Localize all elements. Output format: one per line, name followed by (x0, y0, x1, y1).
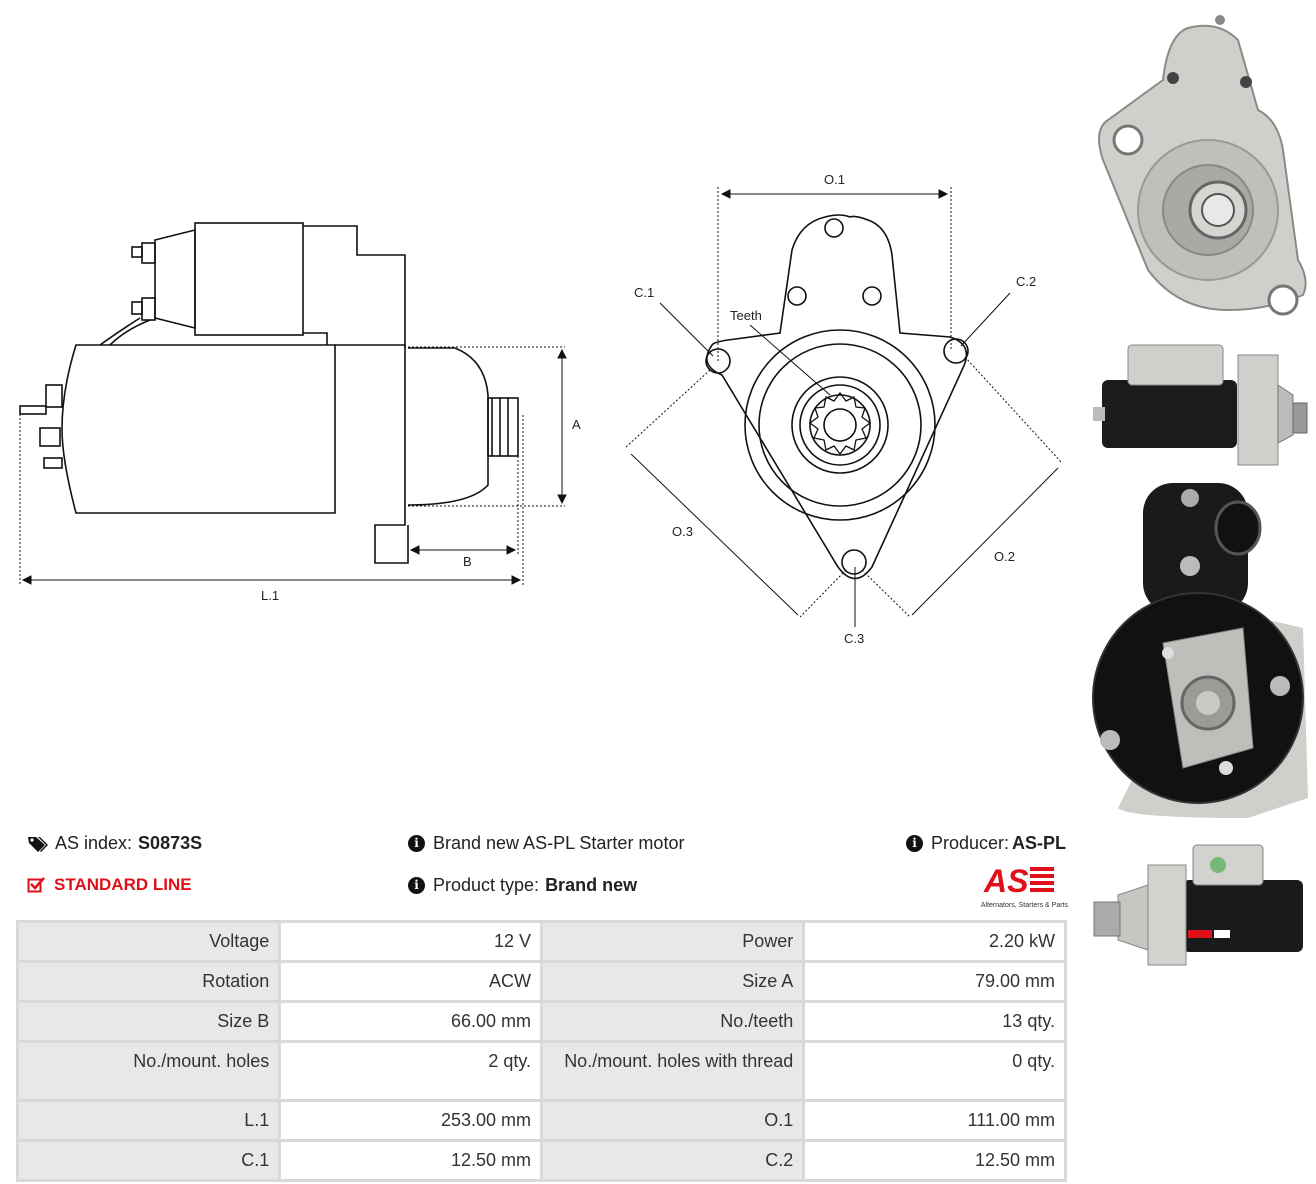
table-row: Size B 66.00 mm No./teeth 13 qty. (15, 1000, 1067, 1043)
product-type-row: i Product type: Brand new (408, 875, 637, 896)
spec-value: 111.00 mm (802, 1099, 1067, 1142)
dim-label-b: B (463, 554, 472, 569)
product-type-label: Product type: (433, 875, 540, 895)
spec-key: Voltage (15, 920, 282, 963)
spec-value: 0 qty. (802, 1040, 1067, 1102)
spec-value: 2.20 kW (802, 920, 1067, 963)
as-logo-mark: AS (983, 863, 1054, 899)
producer-row: i Producer: AS-PL (906, 833, 1066, 854)
as-index-value: S0873S (138, 833, 203, 853)
product-photo-label-side (1093, 844, 1303, 966)
product-photo-front (1098, 15, 1307, 316)
dim-label-c3: C.3 (844, 631, 864, 646)
product-photo-rear (1092, 483, 1308, 818)
product-photo-side (1093, 344, 1308, 466)
standard-line-label: STANDARD LINE (54, 875, 192, 894)
as-index-label: AS index: (55, 833, 133, 853)
dim-label-teeth: Teeth (730, 308, 762, 323)
description-row: i Brand new AS-PL Starter motor (408, 833, 684, 854)
spec-key: O.1 (540, 1099, 806, 1142)
as-index-row: AS index: S0873S (27, 833, 202, 854)
info-icon: i (408, 877, 425, 894)
tags-icon (28, 836, 48, 852)
table-row: L.1 253.00 mm O.1 111.00 mm (15, 1099, 1067, 1142)
dim-label-a: A (572, 417, 581, 432)
dim-label-o1: O.1 (824, 172, 845, 187)
info-icon: i (408, 835, 425, 852)
spec-value: 79.00 mm (802, 960, 1067, 1003)
spec-key: Size B (15, 1000, 282, 1043)
dim-label-o3: O.3 (672, 524, 693, 539)
specification-table: Voltage 12 V Power 2.20 kW Rotation ACW … (15, 920, 1067, 1182)
product-description: Brand new AS-PL Starter motor (433, 833, 685, 853)
spec-key: L.1 (15, 1099, 282, 1142)
front-view-drawing: O.1 C.1 C.2 Teeth O.3 O.2 C.3 (624, 172, 1063, 646)
logo-tagline: Alternators, Starters & Parts (980, 902, 1068, 909)
svg-text:AS: AS (983, 863, 1029, 896)
producer-value: AS-PL (1012, 833, 1067, 853)
spec-value: 2 qty. (278, 1040, 544, 1102)
table-row: No./mount. holes 2 qty. No./mount. holes… (15, 1040, 1067, 1102)
spec-value: 13 qty. (802, 1000, 1067, 1043)
spec-value: 12 V (278, 920, 544, 963)
dim-label-o2: O.2 (994, 549, 1015, 564)
producer-label: Producer: (931, 833, 1010, 853)
standard-line-badge: STANDARD LINE (27, 875, 192, 895)
spec-key: No./teeth (540, 1000, 806, 1043)
dim-label-c2: C.2 (1016, 274, 1036, 289)
spec-key: Power (540, 920, 806, 963)
spec-value: 66.00 mm (278, 1000, 544, 1043)
spec-value: 12.50 mm (278, 1139, 544, 1182)
check-square-icon (27, 877, 45, 893)
spec-key: C.2 (540, 1139, 806, 1182)
as-pl-logo: AS Alternators, Starters & Parts (962, 862, 1068, 909)
spec-value: ACW (278, 960, 544, 1003)
spec-key: Size A (540, 960, 806, 1003)
table-row: Voltage 12 V Power 2.20 kW (15, 920, 1067, 963)
table-row: C.1 12.50 mm C.2 12.50 mm (15, 1139, 1067, 1182)
side-view-drawing: A B L.1 (19, 222, 581, 603)
dim-label-l1: L.1 (261, 588, 279, 603)
spec-value: 253.00 mm (278, 1099, 544, 1142)
spec-key: C.1 (15, 1139, 282, 1182)
dim-label-c1: C.1 (634, 285, 654, 300)
product-type-value: Brand new (545, 875, 638, 895)
spec-key: No./mount. holes with thread (540, 1040, 806, 1102)
spec-key: No./mount. holes (15, 1040, 282, 1102)
info-icon: i (906, 835, 923, 852)
table-row: Rotation ACW Size A 79.00 mm (15, 960, 1067, 1003)
spec-key: Rotation (15, 960, 282, 1003)
spec-value: 12.50 mm (802, 1139, 1067, 1182)
